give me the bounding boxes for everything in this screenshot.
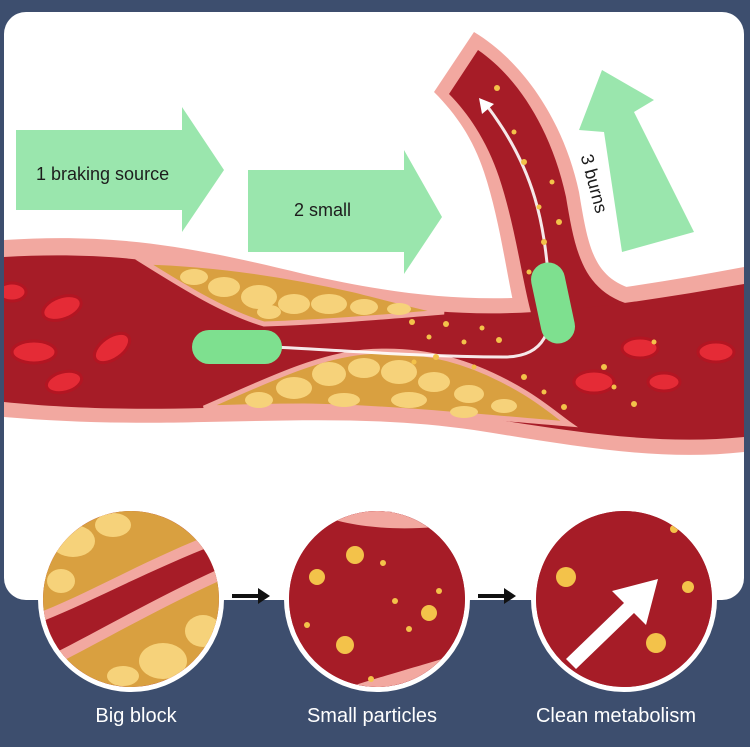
upward-arrow-icon: [566, 579, 658, 669]
red-blood-cells: [4, 281, 736, 395]
big-block-illustration: [43, 511, 219, 687]
stage-caption-small-particles: Small particles: [306, 705, 438, 727]
plaque-bottom: [203, 348, 578, 428]
illustration-panel: 1 braking source 2 small 3 burns: [4, 12, 744, 600]
step-1-label: 1 braking source: [36, 164, 170, 184]
small-particles-illustration: [289, 511, 465, 687]
step-arrow-3-shape: [579, 70, 694, 252]
travel-path: [272, 100, 553, 359]
step-arrow-1-shape: [16, 107, 224, 232]
artery-illustration: [4, 32, 744, 455]
step-arrow-2-shape: [248, 150, 442, 274]
stage-caption-big-block: Big block: [95, 705, 177, 727]
step-2-label: 2 small: [294, 200, 352, 220]
stage-caption-clean-metabolism: Clean metabolism: [535, 705, 697, 727]
stage-circle-small-particles: [284, 506, 470, 692]
stage-arrow-2: [478, 586, 518, 611]
main-vessel-inner: [4, 255, 744, 440]
capsule-branch: [531, 262, 575, 344]
fat-particles: [409, 85, 657, 410]
plaque-cells-bottom: [245, 358, 517, 418]
stage-arrow-1: [232, 586, 272, 611]
stage-circle-big-block: [38, 506, 224, 692]
capsule-main: [192, 330, 282, 364]
clean-metabolism-illustration: [536, 511, 712, 687]
travel-path-arrowhead: [479, 98, 494, 114]
plaque-cells-top: [180, 269, 411, 319]
stage-circle-clean-metabolism: [531, 506, 717, 692]
